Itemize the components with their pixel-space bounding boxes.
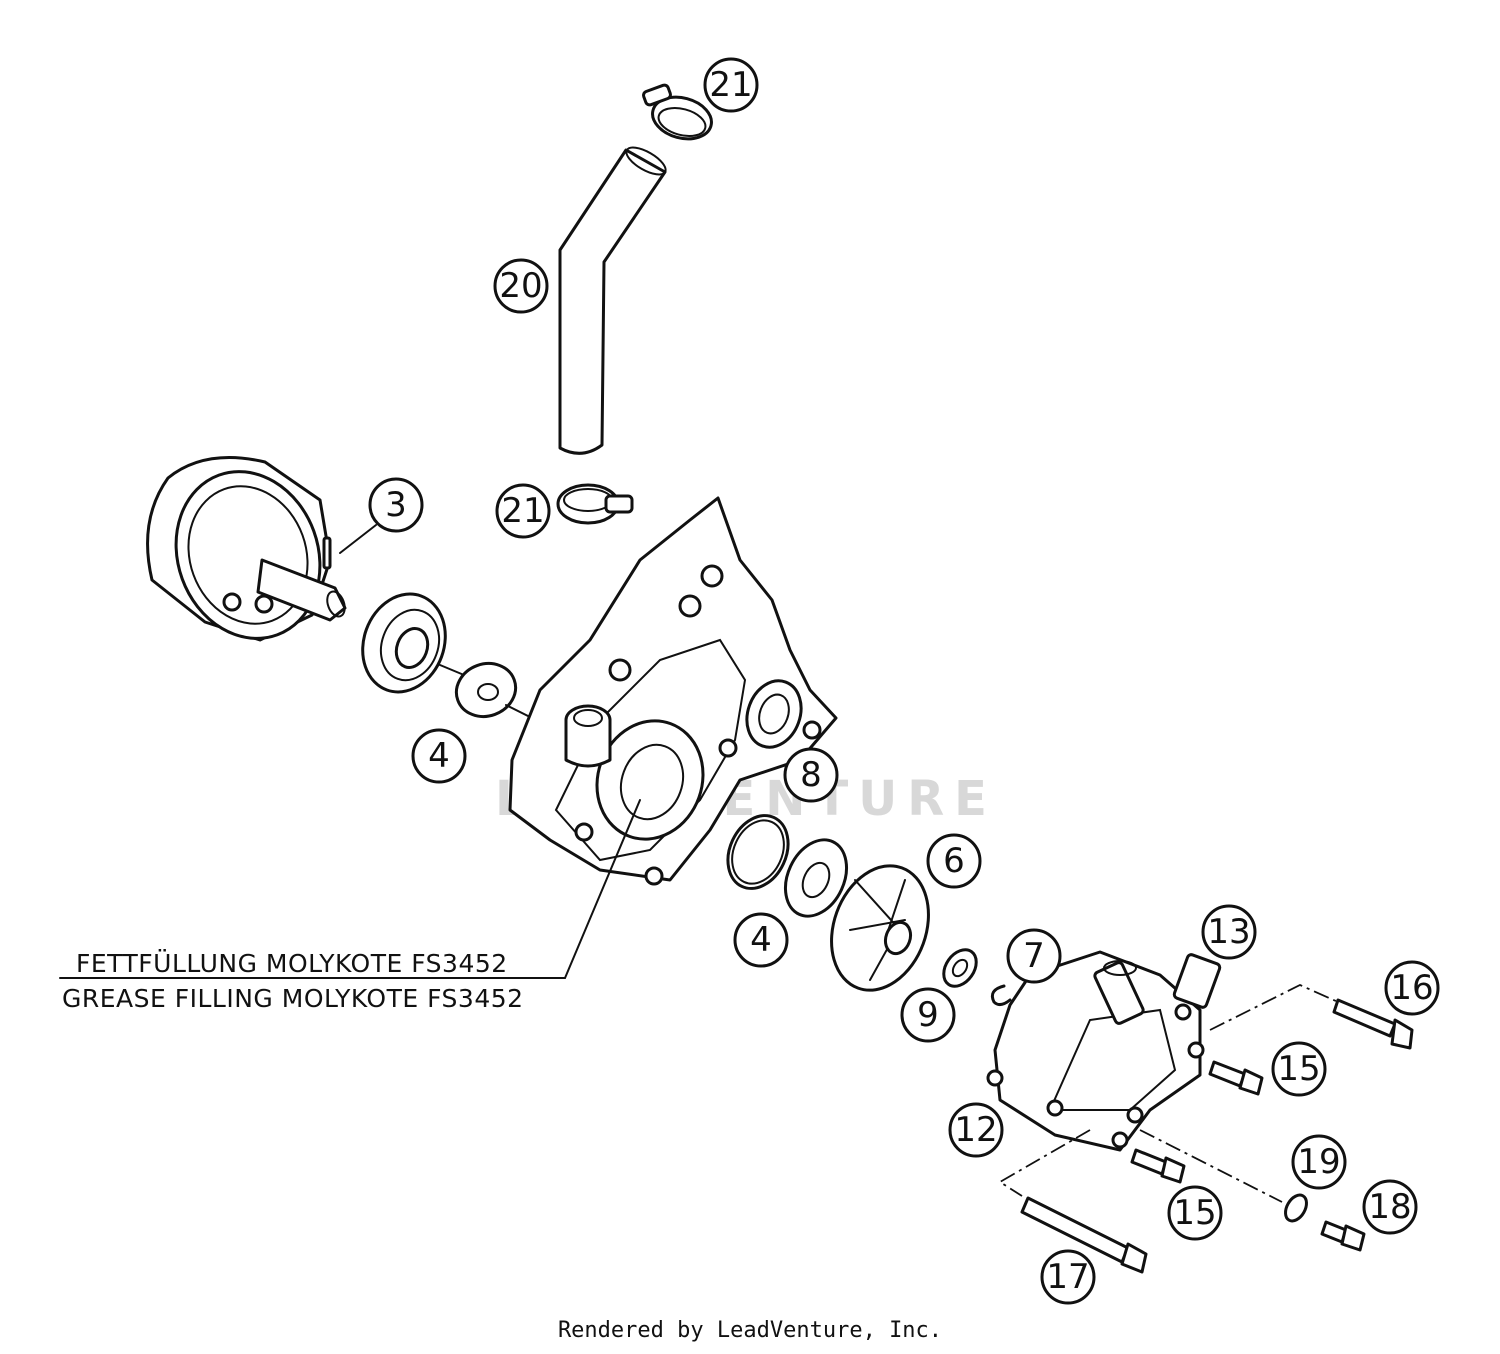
callout-13: 13 xyxy=(1201,904,1257,960)
callout-19-label: 19 xyxy=(1297,1142,1340,1182)
callout-4-left: 4 xyxy=(411,728,467,784)
callout-8: 8 xyxy=(783,747,839,803)
callout-15-upper-label: 15 xyxy=(1277,1049,1320,1089)
callout-4-right: 4 xyxy=(733,912,789,968)
note-line-de: FETTFÜLLUNG MOLYKOTE FS3452 xyxy=(76,949,508,978)
drive-gear-assembly xyxy=(146,456,347,642)
impeller xyxy=(830,864,930,992)
callout-8-label: 8 xyxy=(800,755,822,795)
retaining-clip xyxy=(990,984,1012,1007)
callout-19: 19 xyxy=(1291,1134,1347,1190)
callout-20-label: 20 xyxy=(499,266,542,306)
callout-12-label: 12 xyxy=(954,1110,997,1150)
callout-7: 7 xyxy=(1006,928,1062,984)
engine-cover-housing xyxy=(508,496,838,886)
hose-clamp-top xyxy=(642,83,713,141)
callout-21-bottom-label: 21 xyxy=(501,491,544,531)
callout-21-bottom: 21 xyxy=(495,483,551,539)
callout-13-label: 13 xyxy=(1207,912,1250,952)
hose-clamp-bottom xyxy=(556,483,634,525)
callout-7-label: 7 xyxy=(1023,936,1045,976)
callout-21-top-label: 21 xyxy=(709,65,752,105)
callout-3: 3 xyxy=(368,477,424,533)
note-leader xyxy=(59,799,641,979)
callout-9-label: 9 xyxy=(917,995,939,1035)
circlip-ring xyxy=(726,814,790,890)
short-bolt-lower xyxy=(1130,1148,1186,1184)
callout-4-right-label: 4 xyxy=(750,920,772,960)
callout-3-label: 3 xyxy=(385,485,407,525)
callout-21-top: 21 xyxy=(703,57,759,113)
callout-15-lower-label: 15 xyxy=(1173,1193,1216,1233)
footer-credit: Rendered by LeadVenture, Inc. xyxy=(557,1318,943,1343)
sealing-washer xyxy=(1284,1193,1308,1223)
washer-left xyxy=(454,662,541,723)
callout-20: 20 xyxy=(493,258,549,314)
callout-18-label: 18 xyxy=(1368,1187,1411,1227)
callout-6-label: 6 xyxy=(943,841,965,881)
callout-16-label: 16 xyxy=(1390,968,1433,1008)
coolant-hose xyxy=(558,146,667,455)
callout-17: 17 xyxy=(1040,1249,1096,1305)
water-pump-cover xyxy=(986,950,1222,1152)
note-line-en: GREASE FILLING MOLYKOTE FS3452 xyxy=(62,984,524,1013)
long-bolt-upper xyxy=(1332,998,1414,1050)
callout-15-lower: 15 xyxy=(1167,1185,1223,1241)
assembly-lines xyxy=(998,984,1339,1203)
long-bolt-lower xyxy=(1020,1196,1148,1274)
bearing-left xyxy=(361,592,465,694)
callout-6: 6 xyxy=(926,833,982,889)
drain-screw xyxy=(1320,1220,1366,1252)
callout-16: 16 xyxy=(1384,960,1440,1016)
callout-9: 9 xyxy=(900,987,956,1043)
impeller-washer xyxy=(942,948,978,988)
short-bolt-upper xyxy=(1208,1060,1264,1096)
callout-4-left-label: 4 xyxy=(428,736,450,776)
callout-18: 18 xyxy=(1362,1179,1418,1235)
callout-12: 12 xyxy=(948,1102,1004,1158)
pin xyxy=(322,524,377,570)
callout-17-label: 17 xyxy=(1046,1257,1089,1297)
callout-15-upper: 15 xyxy=(1271,1041,1327,1097)
shaft-seal-right xyxy=(784,838,848,918)
